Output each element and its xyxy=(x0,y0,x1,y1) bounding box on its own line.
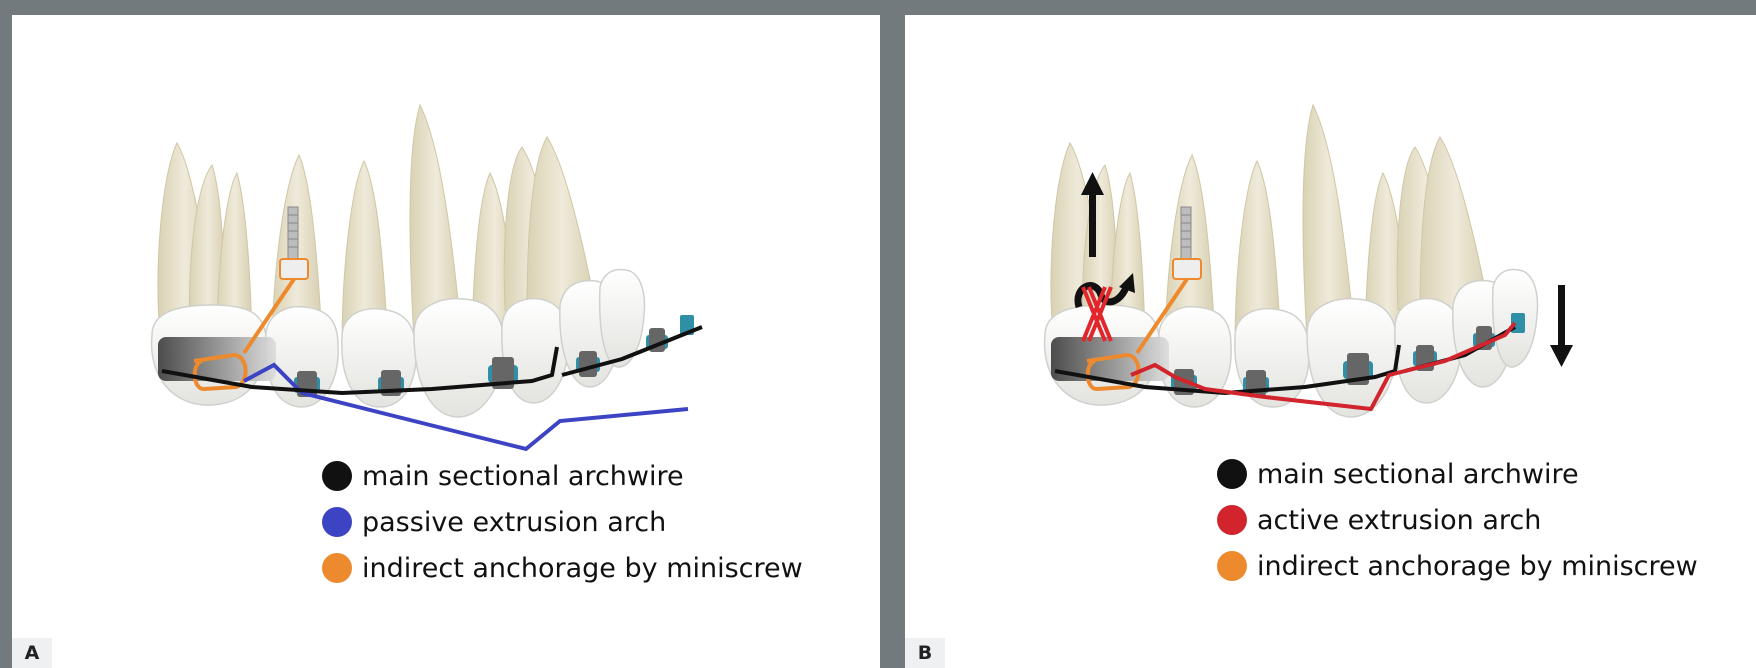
legend-b: main sectional archwire active extrusion… xyxy=(1217,451,1698,589)
legend-swatch-black xyxy=(1217,459,1247,489)
legend-item: main sectional archwire xyxy=(1217,451,1698,497)
legend-item: active extrusion arch xyxy=(1217,497,1698,543)
intrusion-down-arrow-icon xyxy=(1550,285,1573,367)
legend-swatch-orange xyxy=(322,553,352,583)
legend-label: indirect anchorage by miniscrew xyxy=(1257,551,1698,582)
legend-label: active extrusion arch xyxy=(1257,505,1541,536)
legend-swatch-orange xyxy=(1217,551,1247,581)
legend-swatch-red xyxy=(1217,505,1247,535)
legend-label: indirect anchorage by miniscrew xyxy=(362,553,803,584)
legend-label: main sectional archwire xyxy=(1257,459,1579,490)
panel-label-b: B xyxy=(905,638,945,668)
legend-label: main sectional archwire xyxy=(362,461,684,492)
legend-item: passive extrusion arch xyxy=(322,499,803,545)
panel-label-a: A xyxy=(12,638,52,668)
legend-label: passive extrusion arch xyxy=(362,507,666,538)
panel-a: main sectional archwire passive extrusio… xyxy=(12,15,880,668)
legend-item: indirect anchorage by miniscrew xyxy=(322,545,803,591)
legend-swatch-black xyxy=(322,461,352,491)
legend-item: main sectional archwire xyxy=(322,453,803,499)
panel-b: main sectional archwire active extrusion… xyxy=(905,15,1756,668)
legend-item: indirect anchorage by miniscrew xyxy=(1217,543,1698,589)
legend-swatch-blue xyxy=(322,507,352,537)
legend-a: main sectional archwire passive extrusio… xyxy=(322,453,803,591)
